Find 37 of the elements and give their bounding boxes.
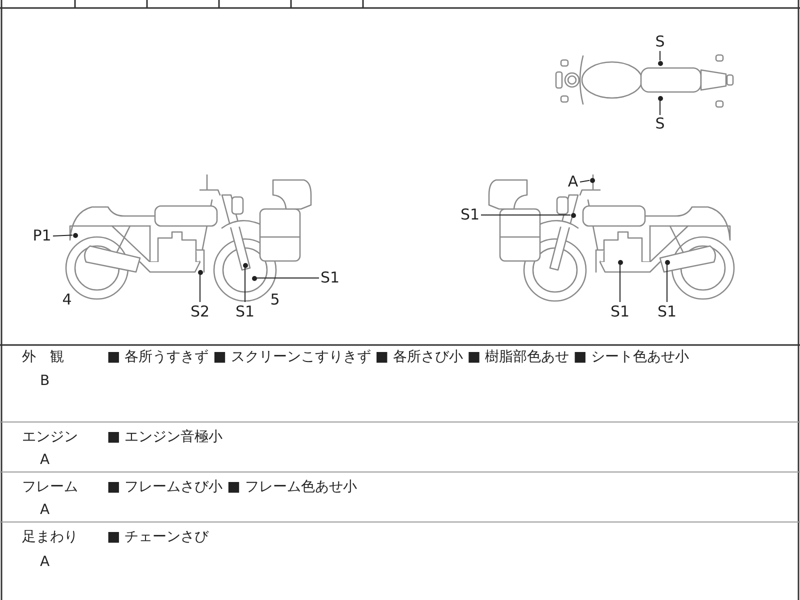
callout-label: A xyxy=(568,174,578,190)
callout-label: S xyxy=(655,34,665,50)
callout-label: S1 xyxy=(460,208,480,222)
marker-dot xyxy=(658,60,662,66)
callout-number: 4 xyxy=(62,292,72,308)
remarks-text: ■ チェーンさび xyxy=(107,530,209,544)
callout-label: S1 xyxy=(657,304,677,320)
row-heading: エンジン xyxy=(22,430,78,444)
marker-dot xyxy=(658,96,662,100)
callout-label: S1 xyxy=(320,270,340,286)
row-heading: 外 観 xyxy=(22,350,64,364)
leader-line xyxy=(480,214,571,216)
callout-label: P1 xyxy=(32,228,52,244)
remarks-text: ■ 各所うすきず ■ スクリーンこすりきず ■ 各所さび小 ■ 樹脂部色あせ ■ シート色あせ小 xyxy=(107,350,690,364)
row-heading: 足まわり xyxy=(22,530,78,544)
grade-text: A xyxy=(40,453,50,467)
grade-text: A xyxy=(40,503,50,517)
marker-dot xyxy=(252,276,256,280)
marker-dot xyxy=(570,212,576,218)
marker-dot xyxy=(590,178,594,182)
callout-label: S2 xyxy=(190,304,210,320)
marker-dot xyxy=(72,232,78,238)
grade-text: B xyxy=(40,374,50,388)
marker-dot xyxy=(618,260,622,264)
remarks-text: ■ エンジン音極小 xyxy=(107,430,223,444)
grade-text: A xyxy=(40,555,50,569)
row-heading: フレーム xyxy=(22,480,78,494)
leader-line xyxy=(580,180,590,182)
remarks-text: ■ フレームさび小 ■ フレーム色あせ小 xyxy=(107,480,357,494)
marker-dot xyxy=(242,262,248,268)
callout-number: 5 xyxy=(270,292,280,308)
callout-label: S1 xyxy=(610,304,630,320)
callout-label: S1 xyxy=(235,304,255,320)
marker-dot xyxy=(664,260,670,264)
leader-line xyxy=(52,234,73,236)
callout-label: S xyxy=(655,116,665,132)
marker-dot xyxy=(198,270,202,274)
